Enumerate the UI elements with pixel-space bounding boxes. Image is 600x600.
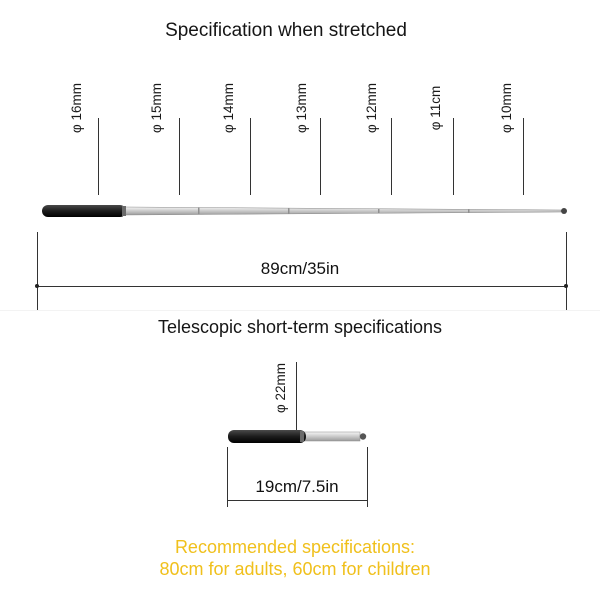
telescopic-diameter-tick (296, 362, 297, 430)
extended-pointer-image (38, 200, 578, 224)
recommendation-line-2: 80cm for adults, 60cm for children (159, 559, 431, 579)
telescopic-diameter-label: φ 22mm (273, 363, 288, 414)
length-boundary-right (566, 232, 567, 310)
diameter-tick-7 (523, 118, 524, 195)
diameter-tick-4 (320, 118, 321, 195)
extended-pointer-svg (42, 205, 567, 217)
diameter-tick-3 (250, 118, 251, 195)
diameter-label-2: φ 15mm (149, 83, 164, 134)
diameter-tick-6 (453, 118, 454, 195)
telescopic-boundary-right (367, 447, 368, 507)
telescopic-length-label: 19cm/7.5in (255, 477, 339, 496)
telescopic-spec-title: Telescopic short-term specifications (157, 317, 443, 337)
recommendation-line-1: Recommended specifications: (174, 537, 416, 557)
stretched-spec-title: Specification when stretched (165, 20, 407, 41)
stretched-length-label: 89cm/35in (260, 259, 340, 278)
diameter-tick-2 (179, 118, 180, 195)
diameter-label-1: φ 16mm (69, 83, 84, 134)
length-end-dot-right (564, 284, 568, 288)
length-dimension-line (37, 286, 567, 287)
diameter-tick-5 (391, 118, 392, 195)
diameter-label-3: φ 14mm (221, 83, 236, 134)
collapsed-pointer-svg (228, 430, 367, 443)
telescopic-boundary-left (227, 447, 228, 507)
telescopic-dimension-line (227, 500, 368, 501)
collapsed-pointer-image (226, 427, 371, 447)
diameter-label-7: φ 10mm (499, 83, 514, 134)
length-boundary-left (37, 232, 38, 310)
length-end-dot-left (35, 284, 39, 288)
diameter-label-4: φ 13mm (294, 83, 309, 134)
section-divider (0, 310, 600, 311)
diameter-label-5: φ 12mm (364, 83, 379, 134)
diameter-tick-1 (98, 118, 99, 195)
diameter-label-6: φ 11cm (428, 85, 443, 131)
